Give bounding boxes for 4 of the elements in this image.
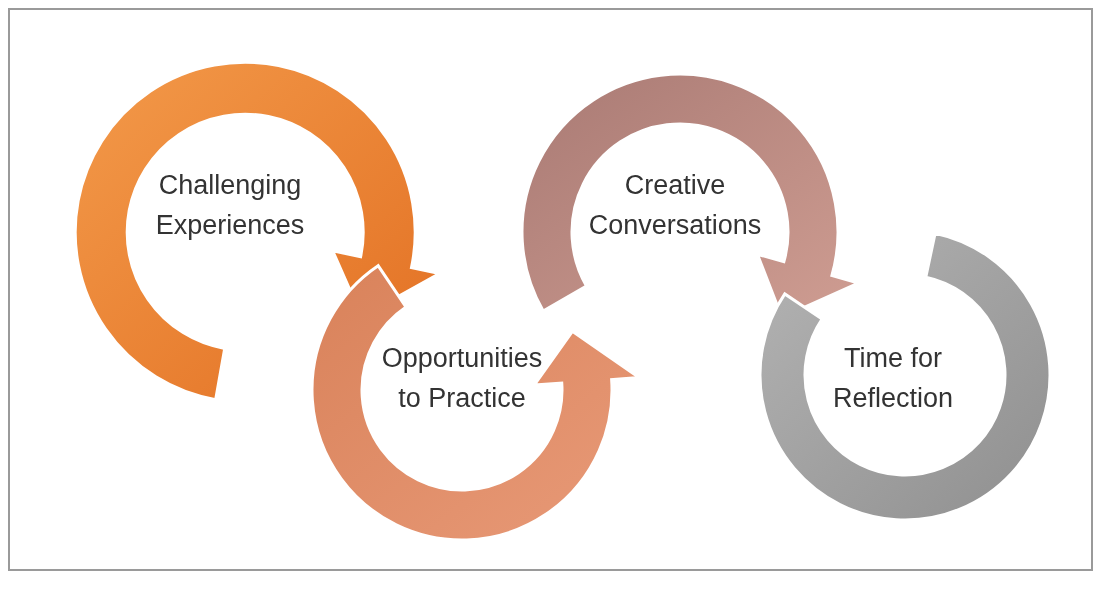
arrow-label: Creative Conversations	[587, 169, 763, 242]
arrow-label: Time for Reflection	[831, 342, 955, 415]
arrow-label: Opportunities to Practice	[380, 342, 544, 415]
arrow-label: Challenging Experiences	[154, 169, 306, 242]
